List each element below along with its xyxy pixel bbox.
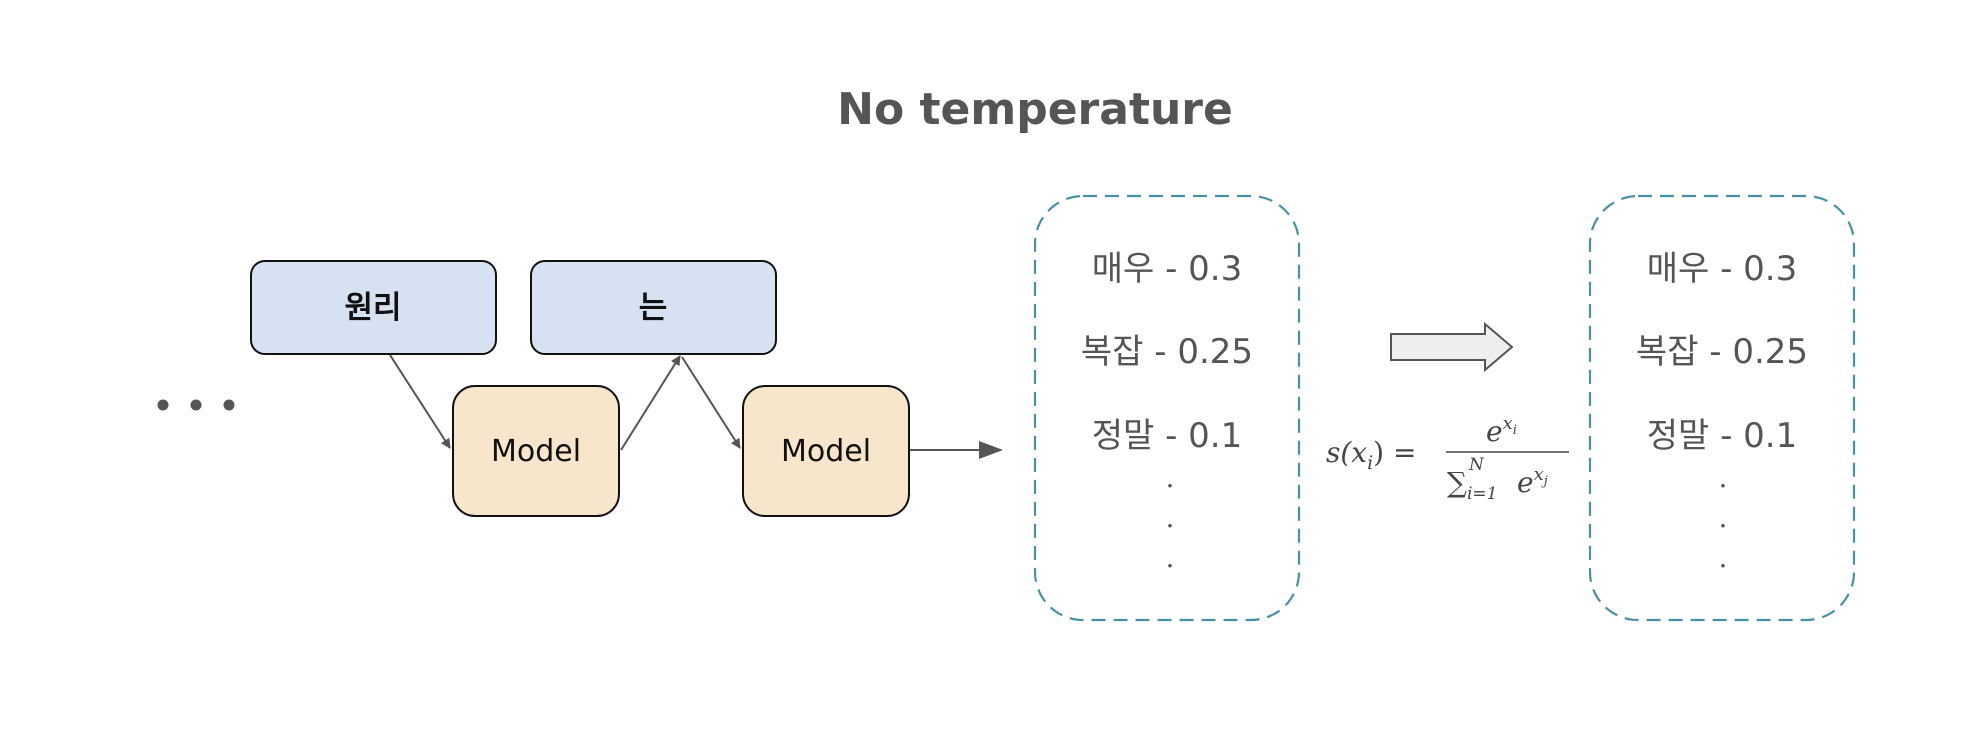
arrow-model1-to-token2 [620, 355, 681, 451]
formula-den-base: e [1517, 466, 1534, 499]
token-label-first: 원리 [344, 290, 401, 326]
token-label-second: 는 [639, 290, 668, 326]
arrow-token1-to-model1 [389, 354, 451, 449]
distribution-after: 매우 - 0.3 복잡 - 0.25 정말 - 0.1 . . . [1588, 194, 1856, 622]
token-box-first: 원리 [250, 260, 497, 355]
prob-item-before: 매우 - 0.3 [1092, 249, 1243, 289]
page-title: No temperature [837, 84, 1233, 135]
distribution-before: 매우 - 0.3 복잡 - 0.25 정말 - 0.1 . . . [1033, 194, 1301, 622]
vertical-dot: . [1719, 461, 1728, 494]
formula-den-exp: x [1534, 464, 1544, 485]
distribution-after-border [1588, 194, 1856, 622]
softmax-formula: s(xi) = exi ∑i=1 N exj [1326, 413, 1569, 504]
vertical-dot: . [1719, 501, 1728, 534]
model-box-second-rect [742, 385, 910, 517]
formula-lhs: s(x [1326, 436, 1367, 469]
block-arrow-icon [1390, 321, 1514, 373]
prob-item-after: 복잡 - 0.25 [1636, 332, 1808, 372]
formula-lhs-sub: i [1367, 452, 1373, 474]
vertical-dot: . [1719, 541, 1728, 574]
model-label-first: Model [491, 434, 581, 469]
ellipsis-dot [223, 399, 235, 411]
formula-num-exp: x [1503, 413, 1513, 434]
svg-text:exj: exj [1517, 464, 1548, 499]
svg-text:exi: exi [1486, 413, 1517, 448]
formula-num-exp-sub: i [1513, 423, 1517, 438]
vertical-dot: . [1166, 541, 1175, 574]
token-box-second-rect [530, 260, 777, 355]
arrow-token2-to-model2 [681, 356, 741, 449]
prob-item-after: 매우 - 0.3 [1647, 249, 1798, 289]
model-box-second: Model [742, 385, 910, 517]
prob-item-after: 정말 - 0.1 [1647, 416, 1798, 456]
ellipsis-dots [157, 399, 235, 411]
token-box-second: 는 [530, 260, 777, 355]
vertical-dot: . [1166, 461, 1175, 494]
vertical-dot: . [1166, 501, 1175, 534]
distribution-before-border [1033, 194, 1301, 622]
model-label-second: Model [781, 434, 871, 469]
model-box-first-rect [452, 385, 620, 517]
ellipsis-dot [190, 399, 202, 411]
prob-item-before: 정말 - 0.1 [1092, 416, 1243, 456]
formula-den-sum: ∑ [1447, 466, 1467, 499]
model-box-first: Model [452, 385, 620, 517]
svg-text:∑i=1: ∑i=1 [1447, 466, 1498, 504]
formula-den-exp-sub: j [1541, 474, 1548, 489]
svg-text:s(xi) =: s(xi) = [1326, 436, 1416, 474]
formula-num-base: e [1486, 415, 1503, 448]
prob-item-before: 복잡 - 0.25 [1081, 332, 1253, 372]
token-box-first-rect [250, 260, 497, 355]
ellipsis-dot [157, 399, 169, 411]
formula-lhs-close: ) = [1373, 436, 1416, 469]
formula-den-sub: i=1 [1467, 484, 1498, 504]
formula-den-sup: N [1468, 455, 1485, 475]
